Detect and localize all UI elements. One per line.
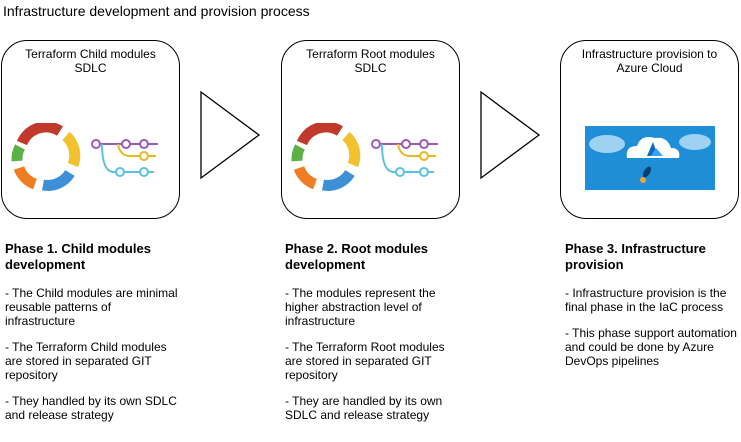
phase-title: Phase 3. Infrastructure provision <box>565 241 706 272</box>
phase-bullet: - The Terraform Child modules are stored… <box>5 340 167 382</box>
arrow-right-icon <box>480 90 541 180</box>
git-branches-icon <box>91 139 158 177</box>
phase-bullet: - The modules represent the higher abstr… <box>285 286 436 328</box>
card-azure-provision: Infrastructure provision to Azure Cloud <box>560 40 739 219</box>
phase-description: - The modules represent the higher abstr… <box>285 286 463 434</box>
card-label: Infrastructure provision to Azure Cloud <box>581 47 718 75</box>
sdlc-cycle-icon <box>291 123 361 191</box>
phase-bullet: - They handled by its own SDLC and relea… <box>5 394 177 422</box>
phase-bullet: - The Child modules are minimal reusable… <box>5 286 178 328</box>
phase-description: - The Child modules are minimal reusable… <box>5 286 183 434</box>
git-branches-icon <box>371 139 438 177</box>
phase-title: Phase 1. Child modules development <box>5 241 151 272</box>
card-label: Terraform Root modules SDLC <box>306 47 435 75</box>
card-child-modules-sdlc: Terraform Child modules SDLC <box>1 40 180 219</box>
phase-description: - Infrastructure provision is the final … <box>565 286 737 380</box>
phase-bullet: - Infrastructure provision is the final … <box>565 286 727 314</box>
azure-cloud-rocket-icon <box>585 126 715 190</box>
diagram-title: Infrastructure development and provision… <box>3 3 310 19</box>
phase-title: Phase 2. Root modules development <box>285 241 429 272</box>
phase-bullet: - This phase support automation and coul… <box>565 326 737 368</box>
card-root-modules-sdlc: Terraform Root modules SDLC <box>281 40 460 219</box>
sdlc-cycle-icon <box>11 123 81 191</box>
phase-bullet: - The Terraform Root modules are stored … <box>285 340 445 382</box>
arrow-right-icon <box>200 90 261 180</box>
phase-bullet: - They are handled by its own SDLC and r… <box>285 394 443 422</box>
card-label: Terraform Child modules SDLC <box>25 47 156 75</box>
